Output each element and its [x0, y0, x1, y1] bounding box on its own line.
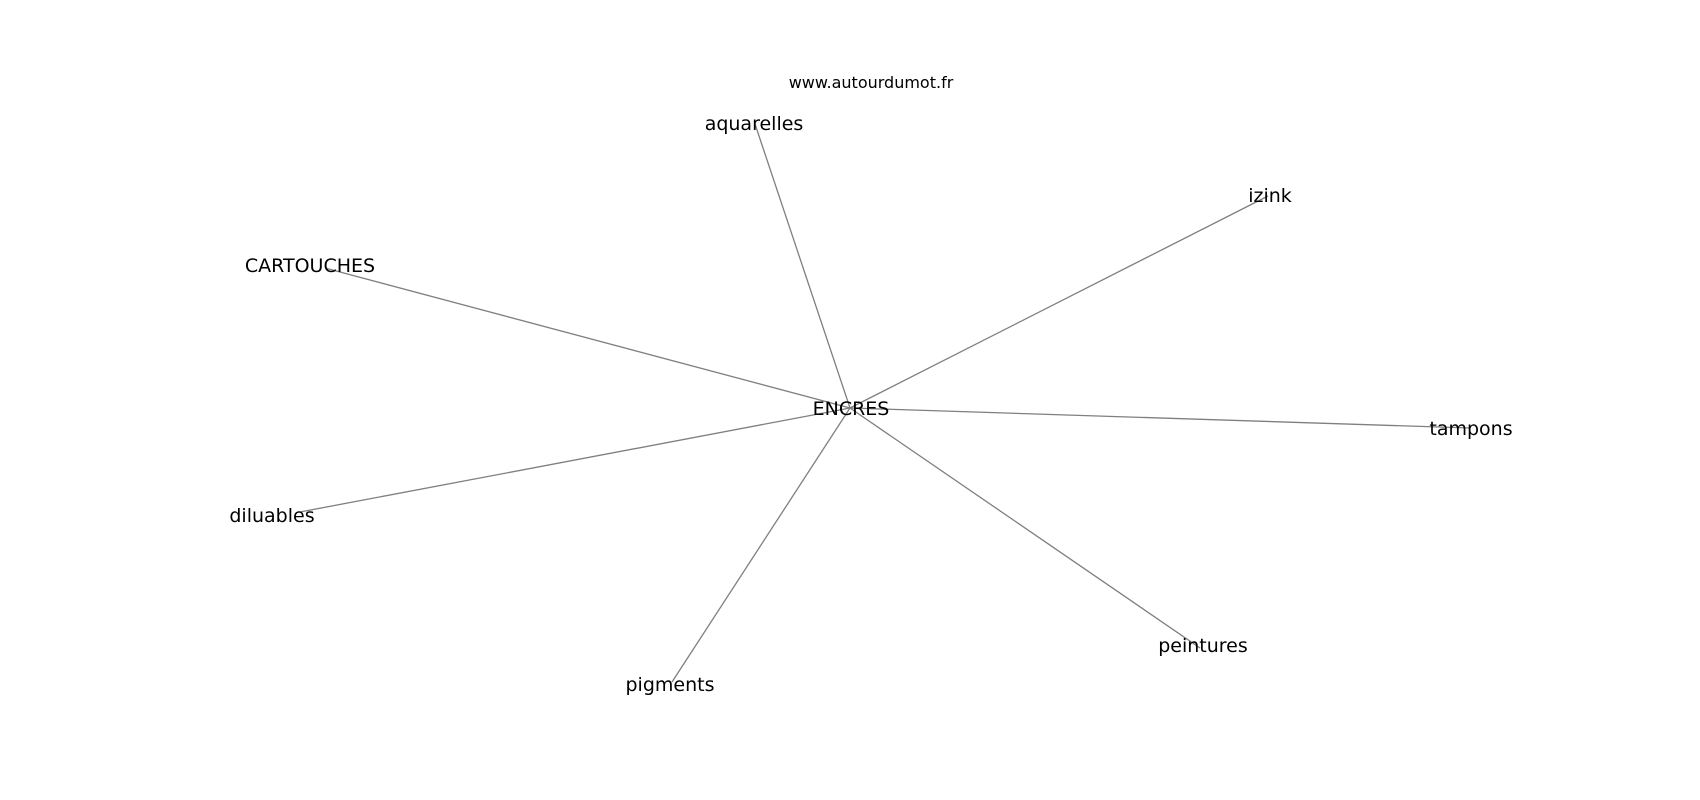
node-labels: ENCRES aquarelles izink CARTOUCHES tampo…: [229, 113, 1512, 696]
node-pigments: pigments: [626, 674, 715, 696]
node-peintures: peintures: [1158, 635, 1248, 657]
edge-izink: [849, 195, 1269, 409]
node-diluables: diluables: [229, 505, 314, 527]
watermark-text: www.autourdumot.fr: [789, 73, 954, 92]
edge-peintures: [849, 407, 1201, 649]
edge-diluables: [299, 407, 851, 513]
node-izink: izink: [1248, 185, 1292, 207]
node-center: ENCRES: [813, 398, 890, 420]
edge-aquarelles: [754, 123, 851, 409]
node-aquarelles: aquarelles: [705, 113, 804, 135]
node-tampons: tampons: [1429, 418, 1512, 440]
edges: [299, 123, 1471, 683]
edge-cartouches: [324, 267, 851, 409]
edge-tampons: [849, 407, 1471, 429]
edge-pigments: [671, 407, 851, 683]
node-cartouches: CARTOUCHES: [245, 255, 375, 277]
